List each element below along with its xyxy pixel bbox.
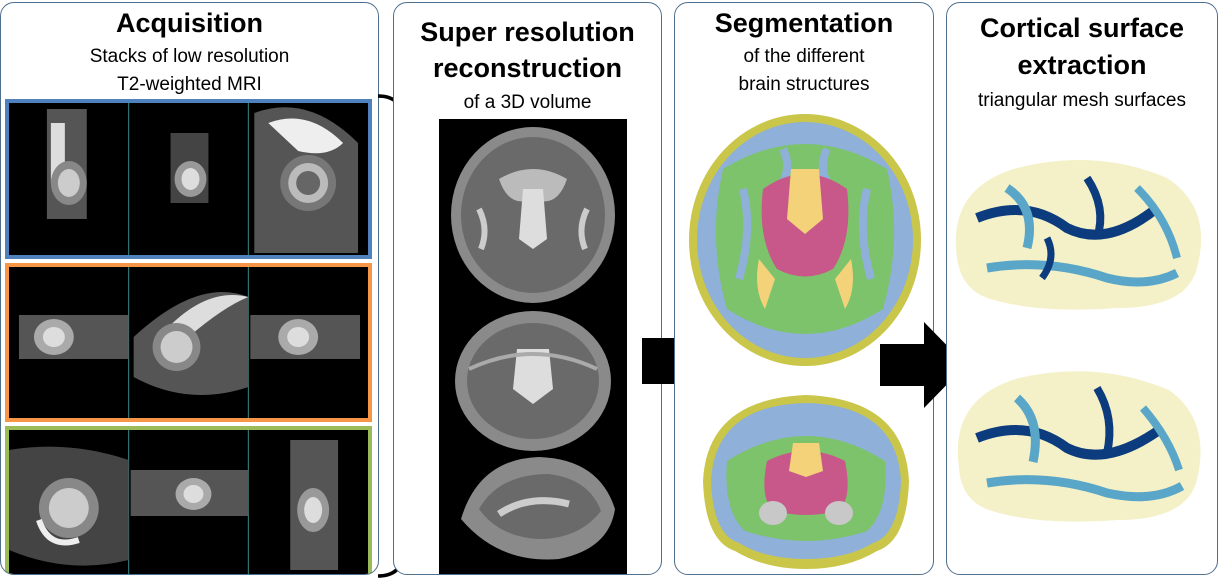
acquisition-subtitle-line-1: Stacks of low resolution — [89, 46, 290, 67]
reconstruction-title-line-1: Super resolution — [420, 17, 635, 47]
segmentation-subtitle-line-2: brain structures — [738, 74, 870, 95]
segmentation-subtitle-line-1: of the different — [743, 46, 865, 67]
segmentation-panel: Segmentation of the different brain stru… — [674, 2, 934, 575]
segmentation-axial-image — [683, 109, 927, 371]
segmentation-coronal-image — [697, 391, 915, 569]
acquisition-subtitle-line-2: T2-weighted MRI — [117, 74, 262, 95]
segmentation-title: Segmentation — [714, 8, 894, 38]
surface-subtitle: triangular mesh surfaces — [977, 90, 1187, 111]
surface-title-line-2: extraction — [1017, 50, 1147, 80]
mri-stack-3 — [5, 426, 372, 574]
cortical-surface-top-image — [947, 148, 1213, 316]
reconstruction-panel: Super resolution reconstruction of a 3D … — [393, 2, 662, 575]
mri-stack-2 — [5, 263, 372, 422]
mri-stack-1 — [5, 99, 372, 259]
surface-title-line-1: Cortical surface — [979, 13, 1185, 43]
reconstruction-subtitle: of a 3D volume — [463, 92, 592, 113]
reconstruction-title-line-2: reconstruction — [432, 53, 623, 83]
acquisition-panel: Acquisition Stacks of low resolution T2-… — [0, 2, 379, 575]
cortical-surface-bottom-image — [947, 358, 1213, 528]
arrow-right-icon — [880, 322, 966, 408]
acquisition-title: Acquisition — [116, 8, 263, 38]
surface-panel: Cortical surface extraction triangular m… — [946, 2, 1218, 575]
reconstructed-volume-image — [439, 119, 627, 574]
